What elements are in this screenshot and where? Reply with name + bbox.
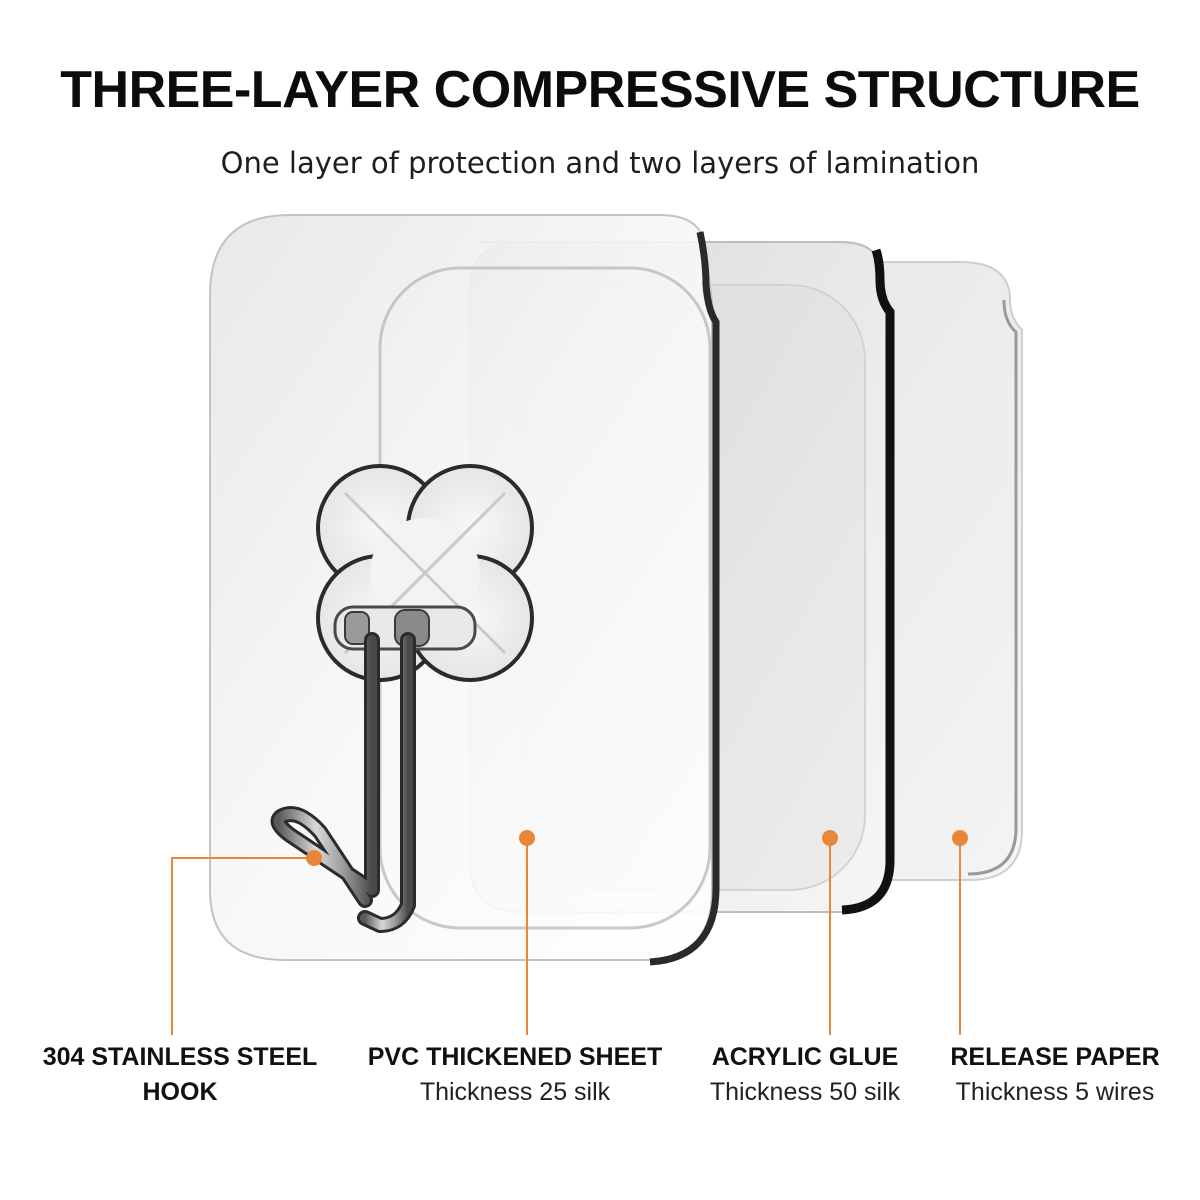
pvc-label-detail: Thickness 25 silk (419, 1078, 611, 1106)
hook-label: 304 STAINLESS STEEL HOOK (20, 1040, 340, 1110)
steel-hook-icon (270, 605, 477, 933)
glue-label: ACRYLIC GLUE Thickness 50 silk (690, 1040, 920, 1110)
paper-label-title: RELEASE PAPER (950, 1043, 1160, 1071)
pvc-label: PVC THICKENED SHEET Thickness 25 silk (350, 1040, 680, 1110)
page-title: THREE-LAYER COMPRESSIVE STRUCTURE (60, 61, 1140, 119)
callout-paper (952, 830, 968, 1035)
paper-label-detail: Thickness 5 wires (955, 1078, 1155, 1106)
callout-pvc (519, 830, 535, 1035)
glue-label-title: ACRYLIC GLUE (711, 1043, 899, 1071)
paper-label: RELEASE PAPER Thickness 5 wires (930, 1040, 1180, 1110)
pvc-label-title: PVC THICKENED SHEET (367, 1043, 663, 1071)
callout-glue (822, 830, 838, 1035)
callout-hook (171, 850, 322, 1035)
glue-label-detail: Thickness 50 silk (709, 1078, 901, 1106)
hook-label-line1: 304 STAINLESS STEEL (42, 1043, 318, 1071)
hook-label-line2: HOOK (142, 1078, 218, 1106)
page-subtitle: One layer of protection and two layers o… (220, 146, 980, 180)
